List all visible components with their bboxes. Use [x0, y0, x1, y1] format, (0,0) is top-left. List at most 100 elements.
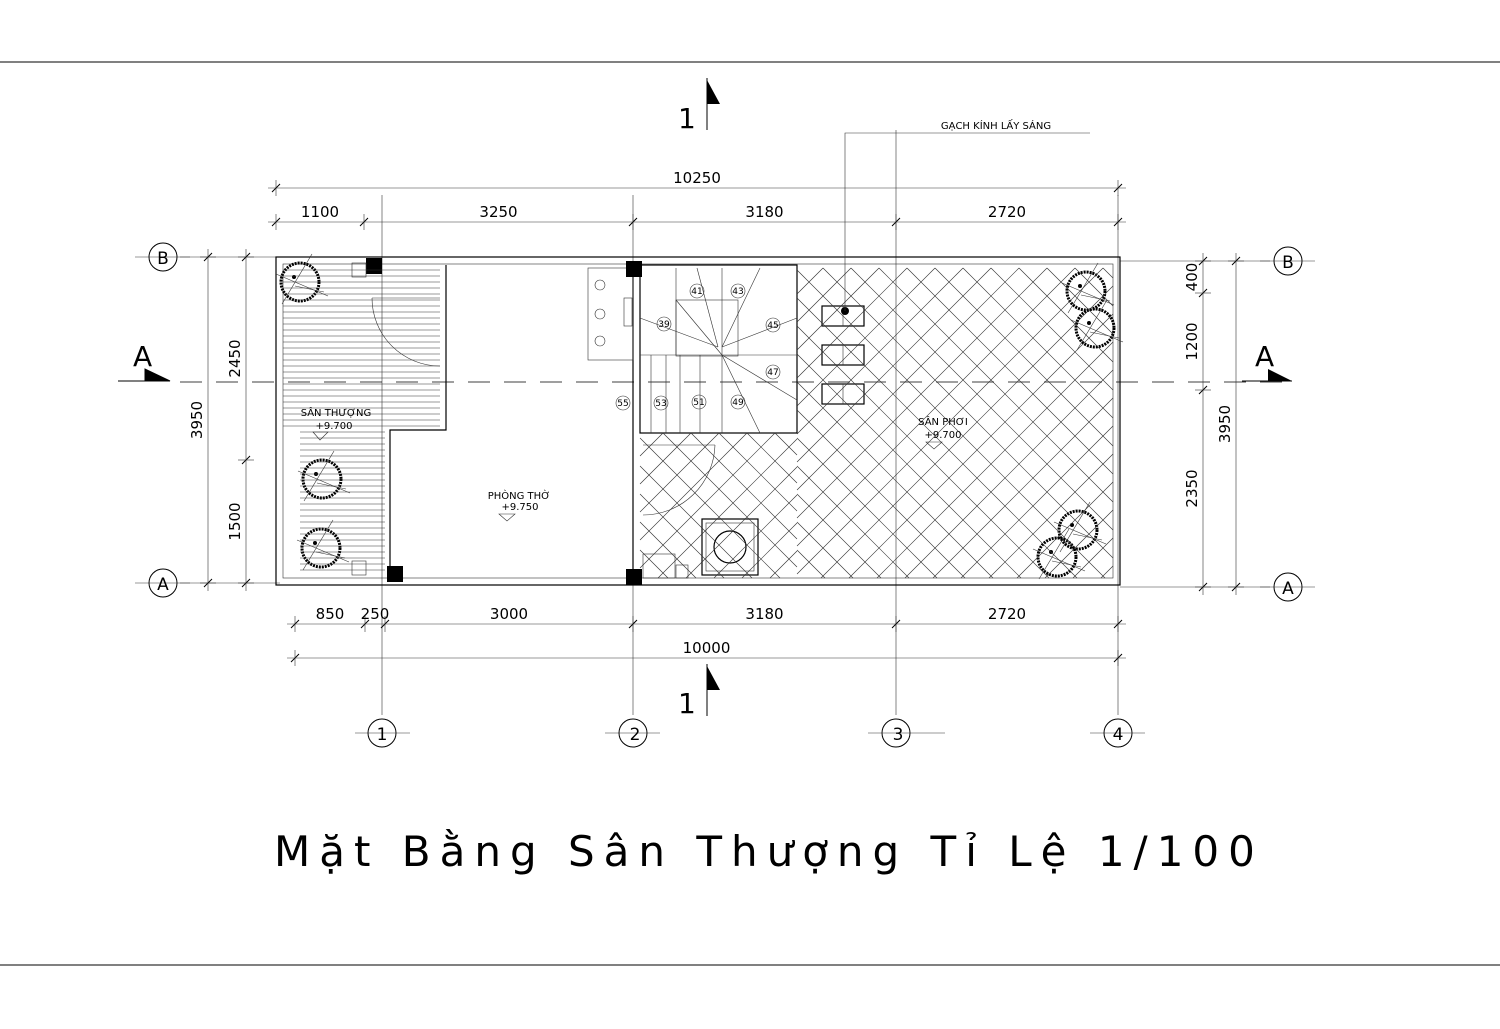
svg-text:PHÒNG THỜ: PHÒNG THỜ [488, 489, 551, 502]
dimension-row: 850 250 3000 3180 2720 [287, 605, 1126, 632]
svg-text:49: 49 [732, 398, 744, 408]
dimension-column: 3950 [188, 249, 216, 591]
dimension-label: 2720 [988, 605, 1026, 623]
stair-step-number: 53 [653, 395, 669, 411]
column [387, 566, 403, 582]
dimension-label: 3950 [188, 401, 206, 439]
plant-icon [296, 519, 350, 571]
axis-a-right: A [1282, 579, 1294, 599]
dimension-column: 3950 [1216, 253, 1244, 595]
door [371, 297, 441, 367]
svg-text:53: 53 [655, 399, 666, 409]
dimension-row: 10000 [287, 639, 1126, 666]
annotation-glass-block: GẠCH KÍNH LẤY SÁNG [844, 118, 1090, 311]
glass-block-skylight [821, 305, 865, 405]
dimension-column: 400 1200 2350 [1183, 253, 1211, 595]
dimension-label: 2350 [1183, 469, 1201, 507]
axis-3: 3 [893, 725, 904, 745]
svg-text:41: 41 [691, 287, 702, 297]
floor-drain [351, 560, 367, 576]
stair-step-number: 43 [730, 283, 746, 299]
column [626, 261, 642, 277]
svg-text:55: 55 [617, 399, 628, 409]
svg-text:A: A [1255, 340, 1274, 373]
stair-step-number: 39 [656, 316, 672, 332]
axis-2: 2 [630, 725, 641, 745]
svg-text:51: 51 [693, 398, 704, 408]
axis-4: 4 [1113, 725, 1124, 745]
section-mark-a-left: A [118, 340, 171, 382]
outer-wall [275, 256, 1121, 586]
svg-text:GẠCH KÍNH LẤY SÁNG: GẠCH KÍNH LẤY SÁNG [941, 118, 1051, 132]
altar-shelf [587, 267, 634, 361]
dimension-label: 850 [316, 605, 345, 623]
axis-b-left: B [157, 249, 169, 269]
floor-drain [675, 564, 689, 579]
axis-a-left: A [157, 575, 169, 595]
plant-icon [275, 253, 329, 305]
axis-1: 1 [377, 725, 388, 745]
dimension-label: 3000 [490, 605, 528, 623]
svg-text:1: 1 [678, 102, 696, 135]
dimension-label: 10250 [673, 169, 721, 187]
plant-icon [1053, 501, 1107, 553]
deck-floor-lines [300, 431, 385, 571]
dimension-label: 3950 [1216, 405, 1234, 443]
dimension-label: 3180 [745, 605, 783, 623]
water-tank [701, 518, 759, 576]
svg-text:43: 43 [732, 287, 743, 297]
room-label-phong-tho: PHÒNG THỜ +9.750 [488, 489, 551, 522]
dimension-label: 2450 [226, 339, 244, 377]
building-plan [275, 253, 1124, 586]
svg-text:SÂN THƯỢNG: SÂN THƯỢNG [301, 406, 372, 419]
stair-step-numbers: 41 43 39 45 47 55 53 51 49 [615, 283, 781, 411]
stair-treads [639, 267, 798, 434]
staircase [639, 264, 798, 434]
svg-text:+9.700: +9.700 [315, 421, 352, 432]
svg-text:SÂN PHƠI: SÂN PHƠI [918, 415, 968, 428]
svg-text:+9.700: +9.700 [924, 430, 961, 441]
prayer-room-wall [389, 265, 447, 578]
axis-b-right: B [1282, 253, 1294, 273]
svg-text:39: 39 [658, 320, 670, 330]
section-mark-a-right: A [1242, 340, 1292, 382]
dimension-label: 1500 [226, 502, 244, 540]
stair-step-number: 45 [765, 317, 781, 333]
dimension-label: 2720 [988, 203, 1026, 221]
plant-icon [1061, 262, 1115, 314]
room-label-san-thuong: SÂN THƯỢNG +9.700 [301, 406, 372, 441]
svg-text:A: A [133, 340, 152, 373]
column [366, 258, 382, 274]
floor-tile-hatch [639, 432, 798, 579]
dimension-column: 2450 1500 [226, 249, 254, 591]
drawing-title: Mặt Bằng Sân Thượng Tỉ Lệ 1/100 [274, 827, 1264, 876]
column [626, 569, 642, 585]
svg-text:45: 45 [767, 321, 778, 331]
section-mark-1-top: 1 [678, 78, 720, 135]
stair-step-number: 41 [689, 283, 705, 299]
room-label-san-phoi: SÂN PHƠI +9.700 [918, 415, 968, 450]
sink [642, 553, 676, 579]
grid-bubbles: 1 2 3 4 B A B A [135, 242, 1315, 748]
dimension-row: 10250 [268, 169, 1126, 196]
dimension-label: 250 [361, 605, 390, 623]
dimension-label: 400 [1183, 263, 1201, 292]
plant-icon [1070, 299, 1124, 351]
potted-plants [275, 253, 1124, 580]
dimension-label: 10000 [683, 639, 731, 657]
svg-text:1: 1 [678, 687, 696, 720]
svg-text:47: 47 [767, 368, 778, 378]
floor-tile-hatch [796, 267, 1114, 579]
dimension-label: 3180 [745, 203, 783, 221]
stair-step-number: 49 [730, 394, 746, 410]
svg-text:+9.750: +9.750 [501, 502, 538, 513]
plant-icon [297, 450, 351, 502]
dimension-label: 1200 [1183, 322, 1201, 360]
stair-step-number: 47 [765, 364, 781, 380]
dimension-label: 1100 [301, 203, 339, 221]
section-mark-1-bottom: 1 [678, 664, 720, 720]
stair-step-number: 51 [691, 394, 707, 410]
